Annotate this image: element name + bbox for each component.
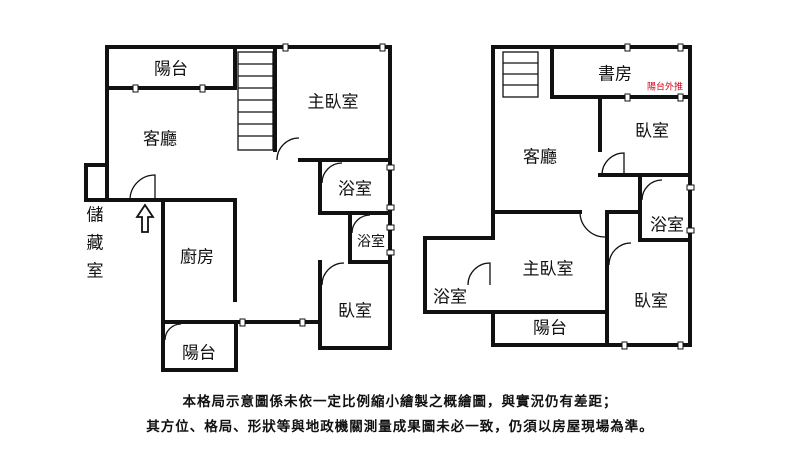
room-label-balcony-bottom: 陽台 [182, 344, 216, 364]
staircase [237, 51, 274, 151]
staircase [502, 51, 539, 98]
room-label-balcony: 陽台 [533, 319, 567, 339]
room-label-bathroom-1: 浴室 [650, 216, 684, 236]
room-label-bedroom-2: 臥室 [634, 292, 668, 312]
room-label-master-bedroom: 主臥室 [308, 93, 359, 113]
room-label-bedroom-1: 臥室 [635, 122, 669, 142]
storage-box [84, 163, 109, 202]
left-floor-plan: 陽台 客廳 主臥室 浴室 浴室 廚房 臥室 陽台 儲 藏 室 [84, 43, 395, 372]
room-label-storage: 藏 [87, 234, 104, 254]
room-label-storage: 儲 [87, 206, 104, 226]
windows [621, 43, 695, 350]
windows [132, 43, 395, 327]
room-label-storage: 室 [87, 262, 104, 282]
room-label-kitchen: 廚房 [180, 247, 214, 268]
disclaimer-line-1: 本格局示意圖係未依一定比例縮小繪製之概繪圖，與實況仍有差距； [182, 394, 618, 410]
room-label-master-bedroom: 主臥室 [523, 260, 574, 280]
entrance-arrow-icon [135, 203, 155, 233]
room-label-study: 書房 [598, 65, 632, 85]
disclaimer-line-2: 其方位、格局、形狀等與地政機關測量成果圖未必一致，仍須以房屋現場為準。 [146, 419, 654, 435]
door-arcs [129, 137, 371, 341]
balcony-extension-note: 陽台外推 [647, 81, 683, 93]
door-arcs [467, 152, 663, 286]
room-label-balcony-top: 陽台 [154, 60, 188, 80]
room-label-bedroom: 臥室 [338, 302, 372, 322]
room-label-bathroom-2: 浴室 [357, 233, 385, 250]
room-label-bathroom-2: 浴室 [433, 288, 467, 308]
room-label-living-room: 客廳 [143, 130, 177, 150]
room-label-living-room: 客廳 [523, 148, 557, 168]
room-label-bathroom-1: 浴室 [338, 180, 372, 200]
right-floor-plan: 書房 陽台外推 客廳 臥室 浴室 浴室 主臥室 陽台 臥室 [423, 43, 695, 350]
